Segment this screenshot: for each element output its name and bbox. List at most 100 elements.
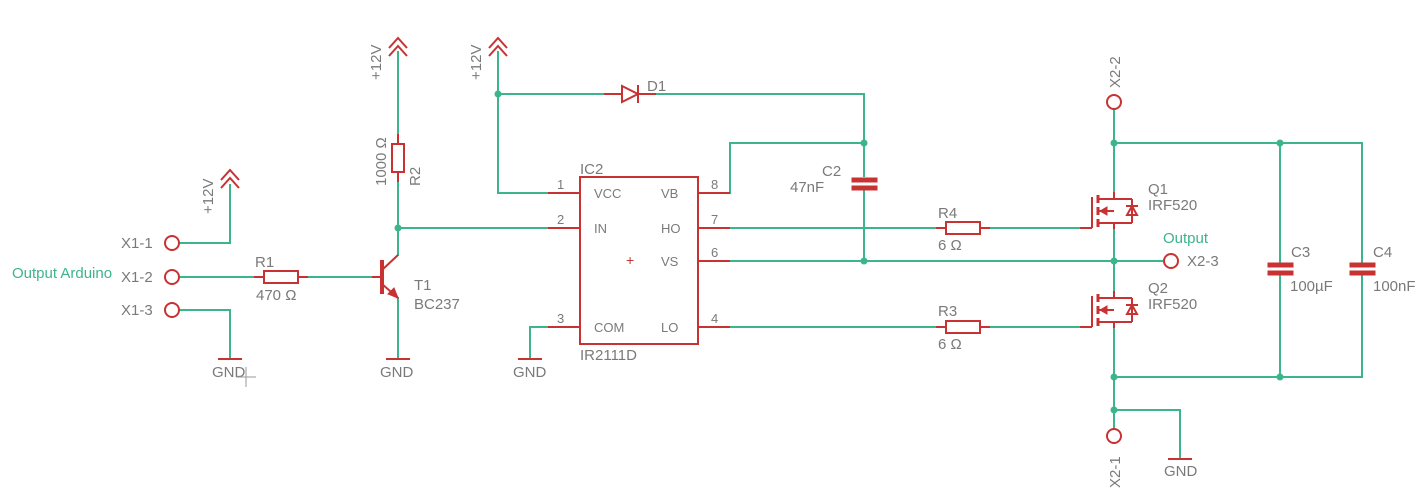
pin-3: 3 [557,311,564,326]
capacitor-c4[interactable]: C4 100nF [1349,244,1416,295]
pin-in: IN [594,221,607,236]
x1-2-label: X1-2 [121,269,153,286]
junction [394,224,402,232]
terminal-x1-2[interactable] [164,269,180,285]
junction [1276,373,1284,381]
terminal-x2-3[interactable] [1163,253,1179,269]
t1-value: BC237 [414,296,460,313]
x2-3-label: X2-3 [1187,253,1219,270]
pin-ho: HO [661,221,681,236]
junction [494,90,502,98]
pin-8: 8 [711,177,718,192]
gnd-t1: GND [380,358,414,381]
junction [1110,373,1118,381]
connector-x2: X2-2 X2-3 Output X2-1 [1106,56,1219,488]
svg-text:+: + [626,252,634,268]
c3-value: 100µF [1290,278,1333,295]
ic2-value: IR2111D [580,347,637,364]
pin-lo: LO [661,320,678,335]
wire-top-rail [1113,142,1363,263]
capacitor-c2[interactable]: C2 47nF [790,163,878,196]
ic-ir2111[interactable]: 1 2 3 8 7 6 4 VCC IN COM VB HO VS LO + I… [548,161,730,364]
junction [860,139,868,147]
c2-value: 47nF [790,179,824,196]
resistor-r2[interactable]: 1000 Ω R2 [373,134,424,186]
gnd-label: GND [380,364,414,381]
pin-2: 2 [557,212,564,227]
wire-x1-3-gnd [179,309,231,359]
x1-3-label: X1-3 [121,302,153,319]
q2-value: IRF520 [1148,296,1197,313]
gnd-ic2: GND [513,358,547,381]
wire-bottom-rail [1113,274,1363,378]
transistor-t1[interactable]: T1 BC237 [372,254,460,313]
connector-x1: X1-1 X1-2 X1-3 Output Arduino [12,235,180,319]
gnd-label: GND [513,364,547,381]
r2-name: R2 [407,167,424,186]
junction [1110,139,1118,147]
wires [179,51,1363,459]
supply-label: +12V [200,179,217,214]
net-label-output-arduino: Output Arduino [12,265,112,282]
r4-value: 6 Ω [938,237,962,254]
pin-4: 4 [711,311,718,326]
r1-value: 470 Ω [256,287,296,304]
resistor-body [391,143,405,173]
pin-com: COM [594,320,624,335]
diode-d1[interactable]: D1 [604,78,666,104]
c4-name: C4 [1373,244,1392,261]
wire-com-gnd [529,326,549,359]
resistor-r1[interactable]: R1 470 Ω [254,254,308,304]
supply-label: +12V [468,45,485,80]
q1-value: IRF520 [1148,197,1197,214]
r4-name: R4 [938,205,957,222]
r3-value: 6 Ω [938,336,962,353]
d1-name: D1 [647,78,666,95]
r3-name: R3 [938,303,957,320]
resistor-r4[interactable]: R4 6 Ω [936,205,990,254]
r2-value: 1000 Ω [373,137,390,186]
gnd-x2: GND [1164,458,1198,480]
net-label-output: Output [1163,230,1209,247]
wire-gnd-branch [1113,409,1181,459]
q1-name: Q1 [1148,181,1168,198]
gnd-label: GND [1164,463,1198,480]
terminal-x2-2[interactable] [1106,94,1122,110]
crosshair-cursor-icon [236,367,256,387]
pin-7: 7 [711,212,718,227]
resistor-body [945,320,981,334]
pin-1: 1 [557,177,564,192]
resistor-body [263,270,299,284]
wire-x1-1-supply [179,184,231,244]
mosfet-q2[interactable]: Q2 IRF520 [1080,280,1197,328]
junctions [394,90,1284,414]
q2-name: Q2 [1148,280,1168,297]
pin-vs: VS [661,254,679,269]
mosfet-q1[interactable]: Q1 IRF520 [1080,181,1197,229]
c2-name: C2 [822,163,841,180]
pin-vb: VB [661,186,678,201]
terminal-x1-1[interactable] [164,235,180,251]
gnd-x1: GND [212,358,246,381]
c3-name: C3 [1291,244,1310,261]
junction [1110,406,1118,414]
t1-name: T1 [414,277,432,294]
junction [1110,257,1118,265]
pin-vcc: VCC [594,186,621,201]
junction [1276,139,1284,147]
supply-label: +12V [368,45,385,80]
ic-body [579,176,699,345]
terminal-x2-1[interactable] [1106,428,1122,444]
capacitor-c3[interactable]: C3 100µF [1267,244,1333,295]
resistor-r3[interactable]: R3 6 Ω [936,303,990,353]
ic2-name: IC2 [580,161,603,178]
supply-12v-vcc: +12V [468,36,508,80]
x2-2-label: X2-2 [1107,56,1124,88]
terminal-x1-3[interactable] [164,302,180,318]
pin-6: 6 [711,245,718,260]
x1-1-label: X1-1 [121,235,153,252]
supply-12v-r2: +12V [368,36,408,80]
r1-name: R1 [255,254,274,271]
gnd-label: GND [212,364,246,381]
